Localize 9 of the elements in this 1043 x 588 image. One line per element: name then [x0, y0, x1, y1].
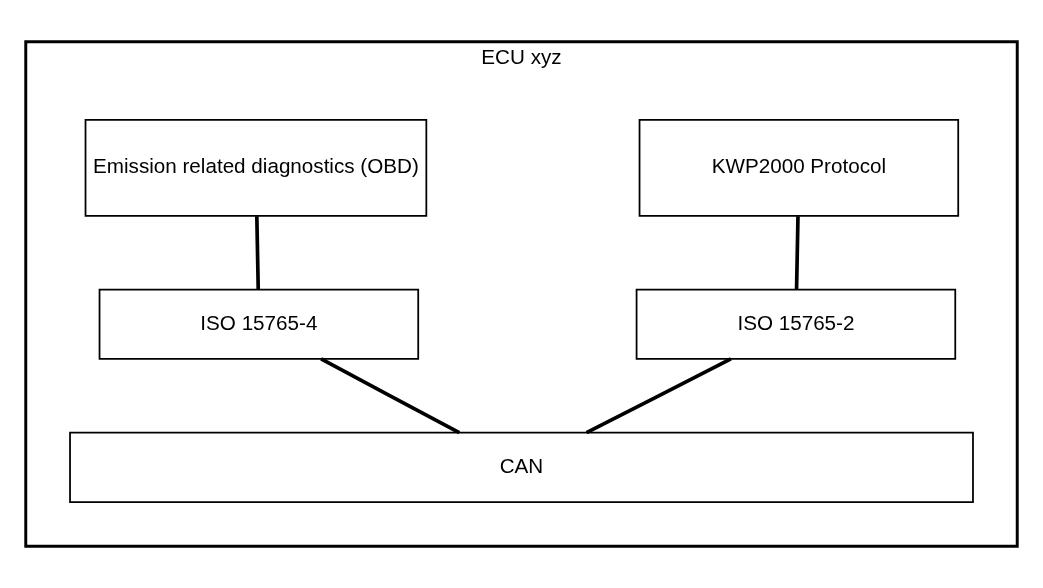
- node-box: Emission related diagnostics (OBD): [84, 119, 428, 217]
- node-box: CAN: [69, 431, 974, 503]
- connector: [320, 357, 461, 435]
- node-box: ISO 15765-2: [635, 288, 957, 360]
- connector: [794, 216, 800, 290]
- connector: [585, 357, 732, 435]
- connector: [255, 216, 261, 290]
- node-box: ISO 15765-4: [98, 288, 420, 360]
- node-box: KWP2000 Protocol: [638, 119, 960, 217]
